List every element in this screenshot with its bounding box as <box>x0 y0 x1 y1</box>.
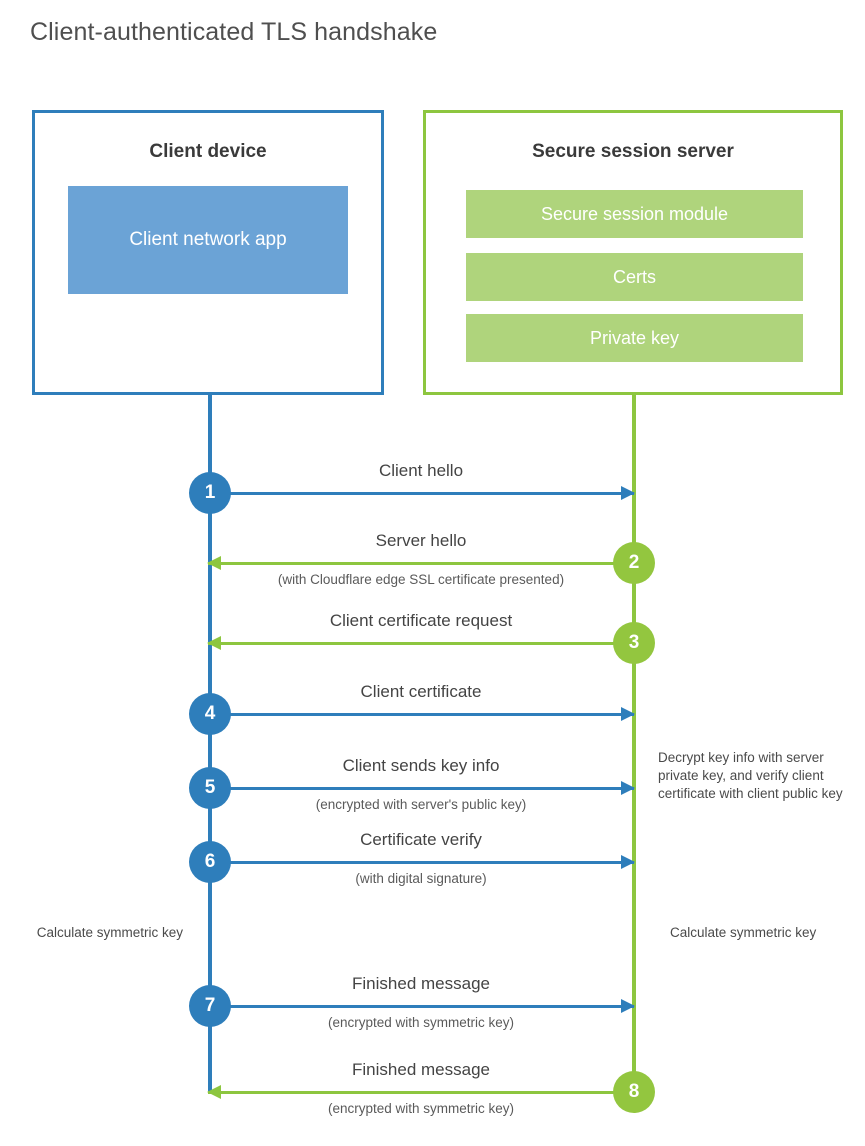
message-8-arrowhead-icon <box>207 1085 221 1099</box>
message-6-sublabel: (with digital signature) <box>355 871 487 886</box>
step-badge-1: 1 <box>189 472 231 514</box>
secure-session-server-title: Secure session server <box>532 141 734 162</box>
server-lifeline <box>632 394 636 1094</box>
step-badge-3: 3 <box>613 622 655 664</box>
message-4-label: Client certificate <box>360 682 482 701</box>
client-device-title: Client device <box>149 141 267 162</box>
message-6-line <box>208 860 634 864</box>
note-calculate-symmetric-key-server: Calculate symmetric key <box>670 925 817 940</box>
server-component-private-key: Private key <box>466 314 803 362</box>
message-1-label: Client hello <box>378 461 464 480</box>
message-2-sublabel: (with Cloudflare edge SSL certificate pr… <box>277 572 565 587</box>
message-5-arrowhead-icon <box>621 781 635 795</box>
message-7-arrowhead-icon <box>621 999 635 1013</box>
client-lifeline <box>208 394 212 1094</box>
step-badge-2: 2 <box>613 542 655 584</box>
message-5-label: Client sends key info <box>342 756 500 775</box>
step-badge-5: 5 <box>189 767 231 809</box>
message-2-arrowhead-icon <box>207 556 221 570</box>
message-7-line <box>208 1004 634 1008</box>
note-calculate-symmetric-key-client: Calculate symmetric key <box>36 925 183 940</box>
message-2-line <box>208 561 634 565</box>
message-5-line <box>208 786 634 790</box>
message-3-line <box>208 641 634 645</box>
note-decrypt-key-info: Decrypt key info with server private key… <box>658 750 843 802</box>
step-badge-7: 7 <box>189 985 231 1027</box>
message-3-arrowhead-icon <box>207 636 221 650</box>
message-8-label: Finished message <box>352 1060 490 1079</box>
message-1-arrowhead-icon <box>621 486 635 500</box>
message-3-label: Client certificate request <box>329 611 513 630</box>
server-component-certs: Certs <box>466 253 803 301</box>
message-8-sublabel: (encrypted with symmetric key) <box>327 1101 515 1116</box>
step-badge-6: 6 <box>189 841 231 883</box>
message-4-line <box>208 712 634 716</box>
message-2-label: Server hello <box>375 531 467 550</box>
message-5-sublabel: (encrypted with server's public key) <box>315 797 527 812</box>
message-7-sublabel: (encrypted with symmetric key) <box>327 1015 515 1030</box>
step-badge-8: 8 <box>613 1071 655 1113</box>
message-4-arrowhead-icon <box>621 707 635 721</box>
message-6-label: Certificate verify <box>360 830 482 849</box>
page-title: Client-authenticated TLS handshake <box>30 18 438 46</box>
client-device-box: Client device Client network app <box>32 110 384 395</box>
client-network-app-block: Client network app <box>68 186 348 294</box>
message-7-label: Finished message <box>352 974 490 993</box>
secure-session-server-box: Secure session server Secure session mod… <box>423 110 843 395</box>
message-1-line <box>208 491 634 495</box>
message-6-arrowhead-icon <box>621 855 635 869</box>
step-badge-4: 4 <box>189 693 231 735</box>
server-component-secure-session-module: Secure session module <box>466 190 803 238</box>
message-8-line <box>208 1090 634 1094</box>
